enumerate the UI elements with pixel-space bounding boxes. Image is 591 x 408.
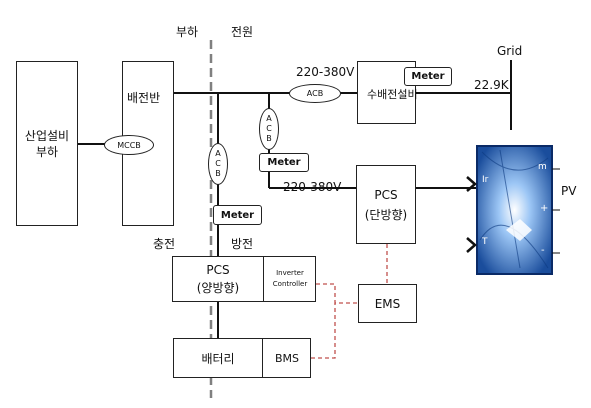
pv-port-ir: Ir <box>482 175 489 185</box>
voltage-mid-label: 220-380V <box>283 180 342 194</box>
battery-block: 배터리 BMS <box>173 338 311 378</box>
pv-port-plus: + <box>540 203 549 214</box>
load-side-label: 부하 <box>176 25 199 39</box>
grid-label: Grid <box>497 44 523 58</box>
acb-breaker-pcs: A C B <box>259 108 279 150</box>
grid-voltage-label: 22.9K <box>474 78 509 92</box>
charge-label: 충전 <box>153 237 176 251</box>
battery-label: 배터리 <box>201 351 235 366</box>
acb-letter: A <box>266 114 272 123</box>
acb-letter: C <box>215 159 221 168</box>
mccb-breaker: MCCB <box>104 135 154 155</box>
pcs-uni-sub: (단방향) <box>364 207 408 222</box>
inverter-controller-line1: Inverter <box>276 269 304 277</box>
inverter-controller-line2: Controller <box>272 280 308 288</box>
discharge-label: 방전 <box>231 237 254 251</box>
acb-breaker-main: ACB <box>289 84 341 103</box>
acb-breaker-battery: A C B <box>208 143 228 185</box>
industrial-load-line2: 부하 <box>35 144 59 159</box>
pcs-bi-sub: (양방향) <box>196 281 240 295</box>
ems-block: EMS <box>358 284 417 323</box>
pcs-uni-title: PCS <box>374 187 398 202</box>
pv-panel <box>466 145 560 275</box>
switchboard-label: 배전반 <box>127 91 161 105</box>
pcs-bidirectional-block: PCS (양방향) Inverter Controller <box>172 256 316 302</box>
pv-label: PV <box>561 184 577 198</box>
inverter-controller-cell: Inverter Controller <box>263 257 316 301</box>
meter-grid: Meter <box>404 67 452 86</box>
acb-letter: C <box>266 124 272 133</box>
meter-pv: Meter <box>259 153 309 172</box>
substation-label: 수배전설비 <box>367 88 418 101</box>
pv-port-t: T <box>482 237 488 247</box>
pcs-bi-label-area: PCS (양방향) <box>173 257 263 301</box>
acb-letter: B <box>215 169 221 178</box>
control-lines <box>311 244 388 359</box>
pcs-unidirectional-block: PCS (단방향) <box>356 165 416 244</box>
acb-letter: A <box>215 149 221 158</box>
acb-letter: B <box>266 134 272 143</box>
industrial-load-line1: 산업설비 <box>24 128 70 143</box>
bms-label: BMS <box>262 339 311 377</box>
voltage-top-label: 220-380V <box>296 65 355 79</box>
pcs-bi-title: PCS <box>206 263 230 277</box>
meter-battery: Meter <box>213 205 262 225</box>
pv-port-m: m <box>538 162 547 172</box>
industrial-load-block: 산업설비 부하 <box>16 61 78 226</box>
source-side-label: 전원 <box>231 25 254 39</box>
pv-port-minus: - <box>541 245 545 256</box>
